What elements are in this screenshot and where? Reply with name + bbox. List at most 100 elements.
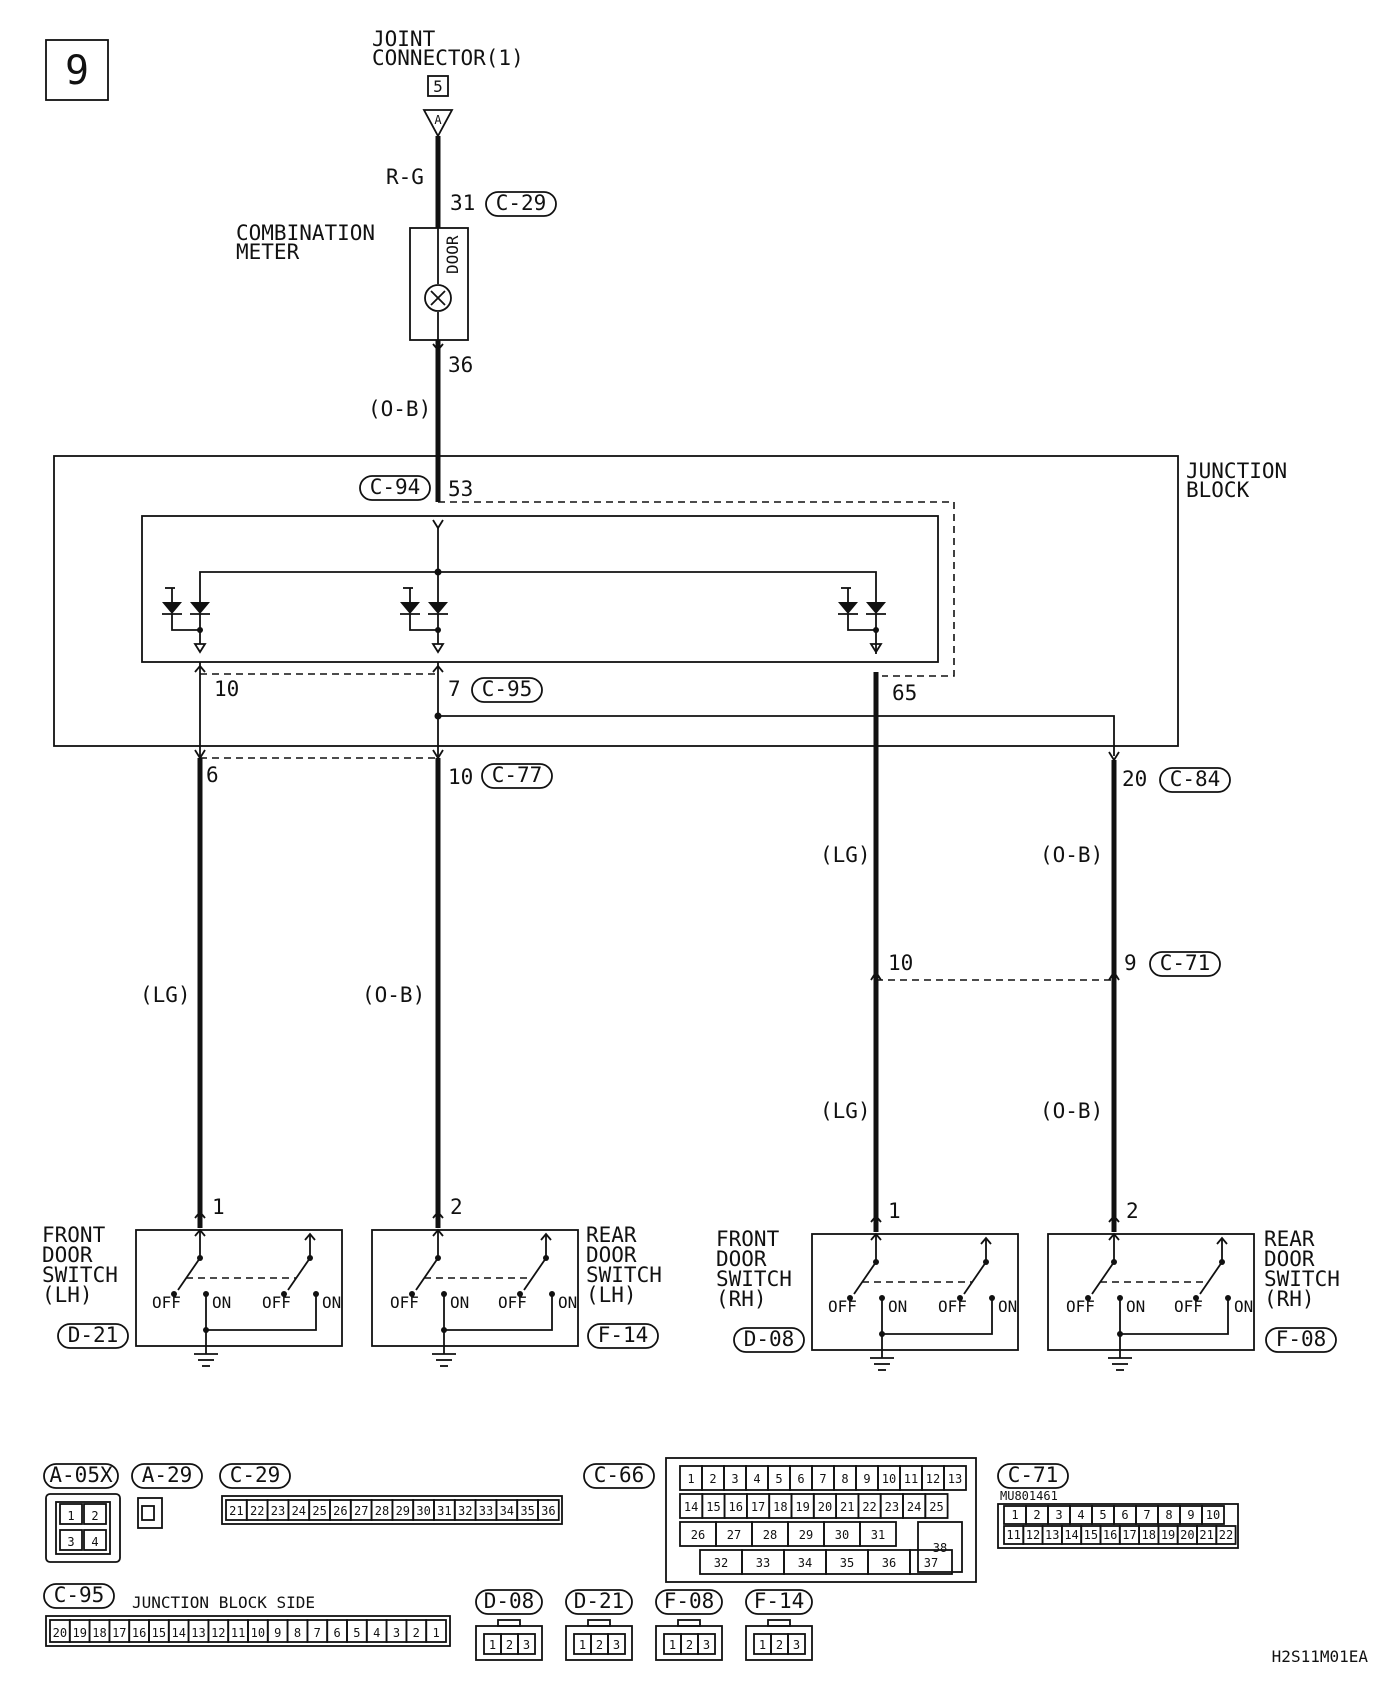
svg-text:12: 12 — [211, 1626, 225, 1640]
switch-off-label: OFF — [828, 1297, 857, 1316]
junction-block-label-1: JUNCTION — [1186, 459, 1287, 483]
door-indicator-label: DOOR — [443, 235, 462, 274]
diode-group-left — [162, 587, 210, 654]
svg-text:4: 4 — [91, 1535, 98, 1549]
diode-group-right — [838, 587, 886, 654]
svg-text:16: 16 — [729, 1500, 743, 1514]
pin-7-arrow — [432, 664, 444, 673]
pin-20-c84: 20 — [1122, 767, 1147, 791]
svg-text:22: 22 — [250, 1504, 264, 1518]
svg-text:1: 1 — [489, 1638, 496, 1652]
svg-text:24: 24 — [907, 1500, 921, 1514]
svg-text:7: 7 — [819, 1472, 826, 1486]
svg-text:17: 17 — [1122, 1528, 1136, 1542]
svg-text:3: 3 — [703, 1638, 710, 1652]
svg-text:A-29: A-29 — [142, 1463, 193, 1487]
wire-ob-label-2: (O-B) — [362, 983, 425, 1007]
svg-text:17: 17 — [751, 1500, 765, 1514]
svg-text:8: 8 — [294, 1626, 301, 1640]
svg-text:F-08: F-08 — [664, 1589, 715, 1613]
c71-arrow-10 — [870, 970, 882, 981]
wire-ob-label-4b: (O-B) — [1040, 1099, 1103, 1123]
svg-text:2: 2 — [596, 1638, 603, 1652]
svg-text:16: 16 — [1103, 1528, 1117, 1542]
switch-on-label: ON — [212, 1293, 231, 1312]
svg-text:20: 20 — [818, 1500, 832, 1514]
svg-text:13: 13 — [1045, 1528, 1059, 1542]
svg-text:33: 33 — [756, 1556, 770, 1570]
svg-text:33: 33 — [479, 1504, 493, 1518]
svg-text:7: 7 — [1143, 1508, 1150, 1522]
svg-text:36: 36 — [541, 1504, 555, 1518]
svg-text:13: 13 — [948, 1472, 962, 1486]
svg-text:9: 9 — [1187, 1508, 1194, 1522]
diode-group-mid — [400, 572, 448, 654]
conn-c94-ref: C-94 — [370, 475, 421, 499]
svg-text:17: 17 — [112, 1626, 126, 1640]
pin-7-jb: 7 — [448, 677, 461, 701]
svg-text:26: 26 — [691, 1528, 705, 1542]
svg-text:14: 14 — [684, 1500, 698, 1514]
pin-10-arrow — [194, 664, 206, 673]
svg-text:23: 23 — [885, 1500, 899, 1514]
svg-text:2: 2 — [91, 1509, 98, 1523]
switch-name-line: (RH) — [716, 1287, 767, 1311]
switch-name-line: SWITCH — [586, 1263, 662, 1287]
svg-text:23: 23 — [271, 1504, 285, 1518]
wire-lg-label-3b: (LG) — [820, 1099, 871, 1123]
svg-text:13: 13 — [191, 1626, 205, 1640]
svg-text:32: 32 — [714, 1556, 728, 1570]
svg-text:28: 28 — [763, 1528, 777, 1542]
connector-a05x: A-05X 1 2 3 4 — [43, 1463, 121, 1563]
svg-text:16: 16 — [132, 1626, 146, 1640]
svg-text:30: 30 — [416, 1504, 430, 1518]
svg-text:18: 18 — [1142, 1528, 1156, 1542]
svg-text:28: 28 — [375, 1504, 389, 1518]
wire-r-g-label: R-G — [386, 165, 424, 189]
svg-text:34: 34 — [500, 1504, 514, 1518]
page-number: 9 — [65, 48, 89, 94]
svg-text:9: 9 — [863, 1472, 870, 1486]
svg-text:F-14: F-14 — [754, 1589, 805, 1613]
pin-53: 53 — [448, 477, 473, 501]
pin-10-c77: 10 — [448, 765, 473, 789]
switch-name-line: FRONT — [42, 1223, 106, 1247]
svg-text:31: 31 — [871, 1528, 885, 1542]
svg-text:D-08: D-08 — [484, 1589, 535, 1613]
svg-text:37: 37 — [924, 1556, 938, 1570]
switch-conn-ref: D-21 — [68, 1323, 119, 1347]
svg-text:21: 21 — [1199, 1528, 1213, 1542]
connector-a29: A-29 — [131, 1463, 203, 1529]
wire-o-b-label-1: (O-B) — [368, 397, 431, 421]
switch-on-label: ON — [450, 1293, 469, 1312]
joint-connector-label-2: CONNECTOR(1) — [372, 46, 524, 70]
conn-c95-oval — [471, 677, 543, 703]
svg-text:25: 25 — [929, 1500, 943, 1514]
svg-text:1: 1 — [67, 1509, 74, 1523]
switch-name-line: SWITCH — [42, 1263, 118, 1287]
switch-off-label: OFF — [390, 1293, 419, 1312]
switch-off-label: OFF — [152, 1293, 181, 1312]
figure-code: H2S11M01EA — [1272, 1647, 1369, 1666]
door-indicator-lamp-icon — [424, 284, 452, 312]
wire-ob-label-4a: (O-B) — [1040, 843, 1103, 867]
conn-c71-ref: C-71 — [1160, 951, 1211, 975]
switch-off-label: OFF — [1066, 1297, 1095, 1316]
switch-name-line: DOOR — [1264, 1247, 1315, 1271]
svg-text:9: 9 — [274, 1626, 281, 1640]
svg-text:36: 36 — [882, 1556, 896, 1570]
conn-c29-ref: C-29 — [496, 191, 547, 215]
conn-c84-ref: C-84 — [1170, 767, 1221, 791]
conn-c95-ref: C-95 — [482, 677, 533, 701]
conn-c94-oval — [359, 475, 431, 501]
svg-text:15: 15 — [152, 1626, 166, 1640]
svg-text:1: 1 — [1011, 1508, 1018, 1522]
svg-text:22: 22 — [862, 1500, 876, 1514]
switch-on-label: ON — [888, 1297, 907, 1316]
svg-text:1: 1 — [579, 1638, 586, 1652]
